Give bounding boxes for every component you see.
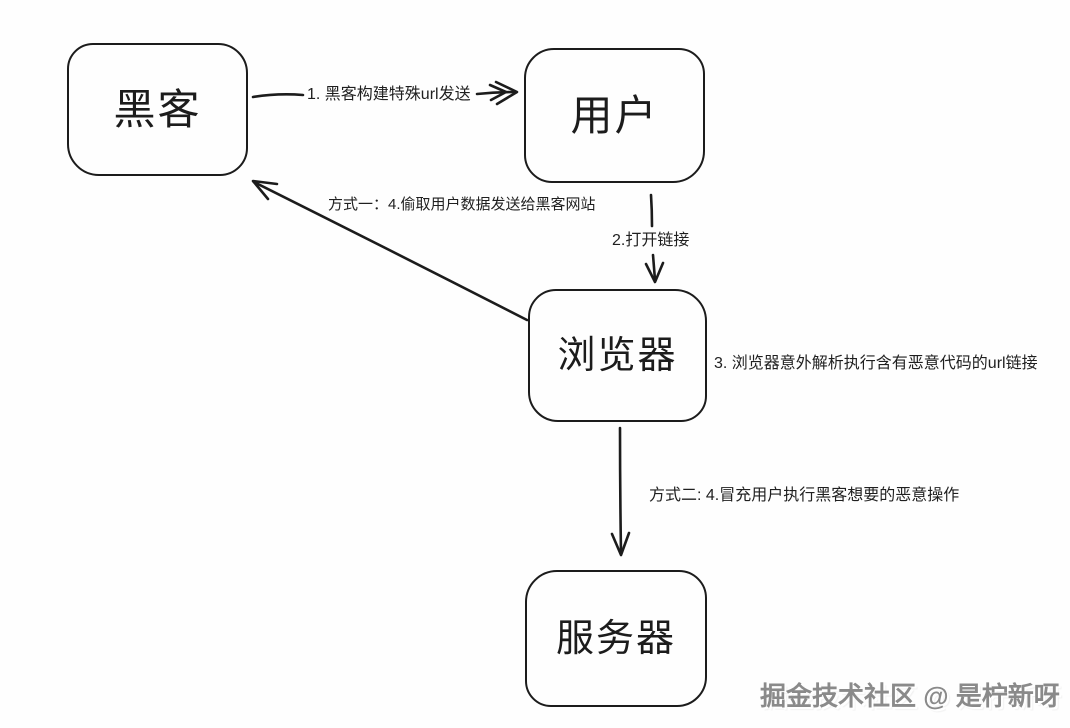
node-user-label: 用户	[570, 91, 659, 139]
arrow-up-left-head-icon	[251, 179, 279, 201]
edge-label-step-2: 2.打开链接	[612, 232, 690, 249]
watermark: 掘金技术社区 @ 是柠新呀	[760, 681, 1060, 711]
arrow-down-head-icon	[610, 531, 631, 557]
annotation-step-3: 3. 浏览器意外解析执行含有恶意代码的url链接	[714, 355, 1038, 372]
arrow-user-to-browser-shaft	[651, 253, 657, 282]
node-hacker: 黑客	[67, 43, 248, 176]
edge-label-step-4a: 方式一：4.偷取用户数据发送给黑客网站	[328, 196, 596, 213]
node-server-label: 服务器	[555, 617, 676, 660]
node-hacker-label: 黑客	[113, 85, 202, 133]
arrow-hacker-to-user-tail	[251, 93, 305, 99]
node-user: 用户	[524, 48, 705, 183]
arrow-user-to-browser-tail	[649, 193, 654, 228]
arrow-down-head-icon	[644, 261, 665, 284]
edge-label-step-1: 1. 黑客构建特殊url发送	[307, 86, 471, 103]
node-browser-label: 浏览器	[557, 334, 678, 377]
arrow-right-head-icon	[494, 80, 519, 106]
arrow-browser-to-server	[610, 426, 631, 557]
arrow-right-head-inner-icon	[488, 83, 508, 102]
arrow-hacker-to-user-shaft	[475, 90, 518, 96]
node-browser: 浏览器	[528, 289, 707, 422]
arrow-browser-to-server-shaft	[618, 426, 623, 555]
node-server: 服务器	[525, 570, 707, 707]
edge-label-step-4b: 方式二: 4.冒充用户执行黑客想要的恶意操作	[649, 487, 960, 504]
